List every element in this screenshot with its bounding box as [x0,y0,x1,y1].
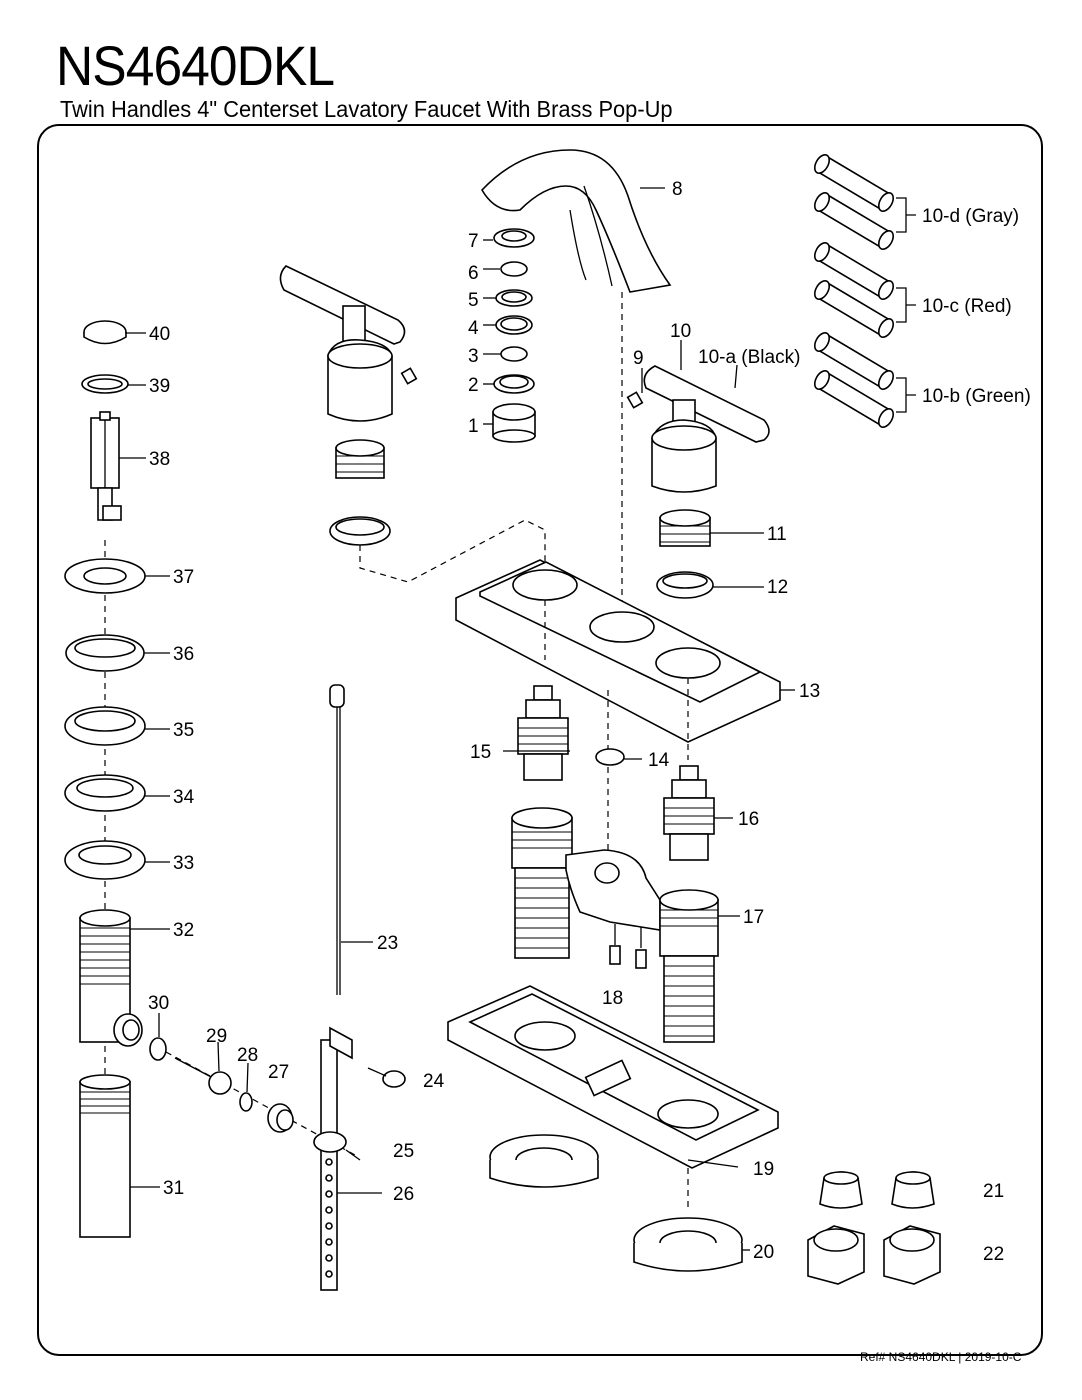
o-ring-14 [595,748,625,766]
drain-flange-37 [64,558,146,594]
callout-25: 25 [393,1141,414,1162]
callout-10c: 10-c (Red) [922,296,1012,317]
callout-16: 16 [738,809,759,830]
mounting-nut-20 [633,1217,743,1272]
callout-18: 18 [602,988,623,1009]
callout-1: 1 [468,416,479,437]
callout-37: 37 [173,567,194,588]
escutcheon-plate-13 [455,559,781,743]
callout-22: 22 [983,1244,1004,1265]
callout-10d: 10-d (Gray) [922,206,1019,227]
model-number-title: NS4640DKL [56,34,335,97]
color-inserts-10d-gray [813,154,895,250]
callout-34: 34 [173,787,195,808]
callout-7: 7 [468,231,479,252]
pivot-washer-30 [149,1037,167,1061]
drain-body-32 [79,909,143,1047]
callout-5: 5 [468,290,479,311]
drain-gasket-36 [65,634,145,672]
callout-21: 21 [983,1181,1004,1202]
compression-nut-22-left [807,1225,865,1285]
ferrule-21-right [891,1171,935,1209]
product-description: Twin Handles 4" Centerset Lavatory Fauce… [60,96,673,122]
callout-30: 30 [148,993,169,1014]
callout-6: 6 [468,263,479,284]
aerator-stack [492,228,536,443]
callout-31: 31 [163,1178,184,1199]
left-gasket [329,516,391,546]
callout-14: 14 [648,750,670,771]
spring-clip-25 [313,1131,361,1161]
valve-body-17 [511,807,719,1043]
callout-40: 40 [149,324,170,345]
drain-nut-33 [64,840,146,880]
ferrule-21-left [819,1171,863,1209]
clevis-strap-26 [320,1039,338,1291]
spout-8 [481,149,672,293]
callout-35: 35 [173,720,194,741]
callout-26: 26 [393,1184,414,1205]
left-set-screw [400,367,418,385]
callout-8: 8 [672,179,683,200]
drain-washer-34 [64,774,146,812]
right-gasket-12 [656,571,714,599]
pop-up-stopper-rod [90,411,122,521]
callout-24: 24 [423,1071,445,1092]
mounting-screws-18 [609,945,647,969]
pivot-washer-28 [239,1092,253,1112]
right-handle [643,365,770,493]
callout-9: 9 [633,348,644,369]
compression-nut-22-right [883,1225,941,1285]
pop-up-stopper-cap [83,320,127,345]
right-set-screw [626,391,644,409]
drain-ring-35 [64,706,146,746]
callout-29: 29 [206,1026,227,1047]
left-bonnet-nut [335,439,385,479]
callout-11: 11 [767,524,787,545]
reference-number: Ref# NS4640DKL | 2019-10-C [860,1350,1022,1364]
callout-23: 23 [377,933,398,954]
drain-pipe-31 [79,1074,131,1238]
callout-4: 4 [468,318,479,339]
lift-rod-23 [329,684,345,995]
mounting-nut-left [489,1134,599,1188]
callout-3: 3 [468,346,479,367]
callout-28: 28 [237,1045,258,1066]
pivot-nut-27 [267,1103,294,1133]
callout-17: 17 [743,907,764,928]
callout-38: 38 [149,449,170,470]
callout-15: 15 [470,742,491,763]
callout-39: 39 [149,376,170,397]
callout-27: 27 [268,1062,289,1083]
callout-19: 19 [753,1159,774,1180]
right-cartridge-16 [663,765,715,861]
callout-36: 36 [173,644,194,665]
callout-20: 20 [753,1242,774,1263]
base-gasket-19 [447,985,779,1169]
clevis-screw-24 [329,1026,406,1088]
callout-2: 2 [468,375,479,396]
pivot-rod-29 [174,1057,232,1095]
color-inserts-10c-red [813,242,895,338]
right-bonnet-nut-11 [659,509,711,547]
callout-12: 12 [767,577,788,598]
left-handle [279,265,406,422]
callout-13: 13 [799,681,820,702]
callout-10: 10 [670,321,691,342]
callout-32: 32 [173,920,194,941]
callout-10b: 10-b (Green) [922,386,1031,407]
left-cartridge-15 [517,685,569,781]
diagram-frame [37,124,1043,1356]
callout-33: 33 [173,853,194,874]
color-inserts-10b-green [813,332,895,428]
callout-10a: 10-a (Black) [698,347,800,368]
